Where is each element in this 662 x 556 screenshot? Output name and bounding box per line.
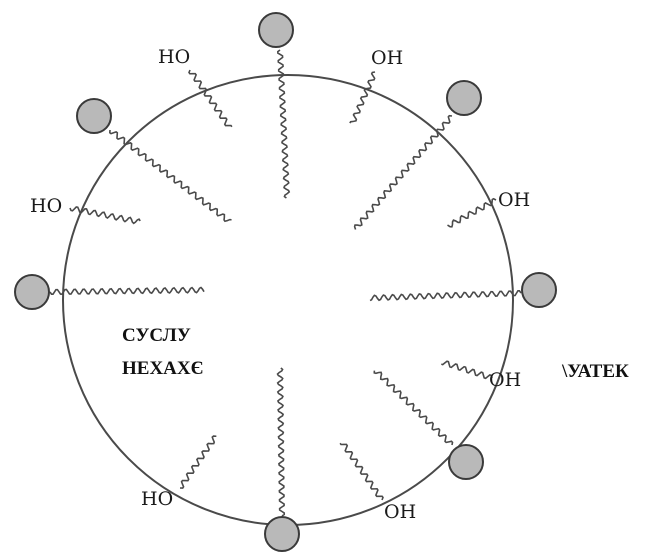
- surfactant-tail-1: [277, 49, 291, 199]
- polar-head-top: [258, 12, 294, 48]
- hydroxyl-chain-lower-right: [441, 360, 493, 380]
- hydroxyl-label-top-right: ОН: [371, 47, 403, 69]
- surfactant-tail-5: [276, 367, 286, 517]
- polar-head-lower-right: [448, 444, 484, 480]
- outside-label: \УАТЕК: [561, 361, 629, 382]
- wavy-chains: [49, 49, 522, 517]
- hydroxyl-chain-bottom-right: [339, 442, 384, 501]
- hydroxyl-chain-top-right: [349, 71, 376, 124]
- hydroxyl-chain-bottom-left: [179, 435, 217, 489]
- polar-head-upper-right: [446, 80, 482, 116]
- hydroxyl-label-bottom-right: ОН: [384, 501, 416, 523]
- surfactant-tail-6: [49, 286, 205, 296]
- hydroxyl-label-bottom-left: НО: [141, 488, 173, 510]
- inside-label-line2: НЕХАХЄ: [122, 358, 204, 379]
- hydroxyl-chain-left: [69, 206, 141, 225]
- polar-head-left: [14, 274, 50, 310]
- surfactant-tail-3: [369, 289, 522, 302]
- hydroxyl-label-right: ОН: [498, 189, 530, 211]
- hydroxyl-chain-top-left: [188, 69, 233, 128]
- hydroxyl-chain-right: [447, 197, 497, 228]
- polar-head-bottom: [264, 516, 300, 552]
- surfactant-tail-7: [108, 129, 232, 223]
- polar-head-upper-left: [76, 98, 112, 134]
- hydroxyl-label-left: НО: [30, 195, 62, 217]
- hydroxyl-label-lower-right: ОН: [489, 369, 521, 391]
- inside-label-line1: СУСЛУ: [122, 325, 191, 346]
- polar-heads: [14, 12, 557, 552]
- hydroxyl-label-top-left: НО: [158, 46, 190, 68]
- surfactant-tail-2: [353, 114, 453, 230]
- polar-head-right: [521, 272, 557, 308]
- surfactant-tail-4: [373, 370, 454, 446]
